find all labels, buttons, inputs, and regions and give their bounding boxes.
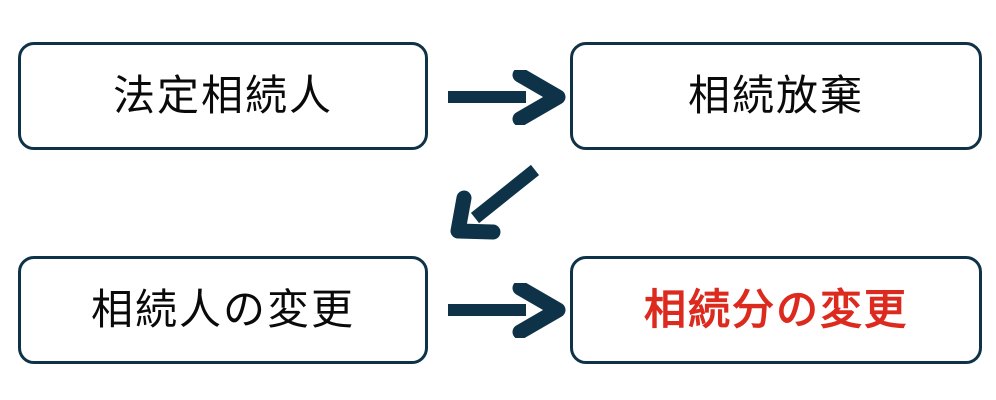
node-legal-heirs-label: 法定相続人 <box>112 72 333 119</box>
arrow-right-icon <box>448 283 566 338</box>
arrow-head <box>512 70 566 125</box>
node-legal-heirs: 法定相続人 <box>18 42 428 150</box>
arrow-down-left-icon <box>450 164 540 240</box>
arrow-head <box>512 283 566 338</box>
node-inheritance-renunciation: 相続放棄 <box>570 42 982 150</box>
arrow-head <box>450 190 501 240</box>
node-change-of-heirs-label: 相続人の変更 <box>90 286 355 333</box>
node-inheritance-renunciation-label: 相続放棄 <box>687 72 864 119</box>
node-change-of-shares: 相続分の変更 <box>570 256 982 364</box>
node-change-of-shares-label: 相続分の変更 <box>643 286 908 333</box>
arrow-shaft <box>470 164 540 224</box>
node-change-of-heirs: 相続人の変更 <box>18 256 428 364</box>
arrow-right-icon <box>448 70 566 125</box>
